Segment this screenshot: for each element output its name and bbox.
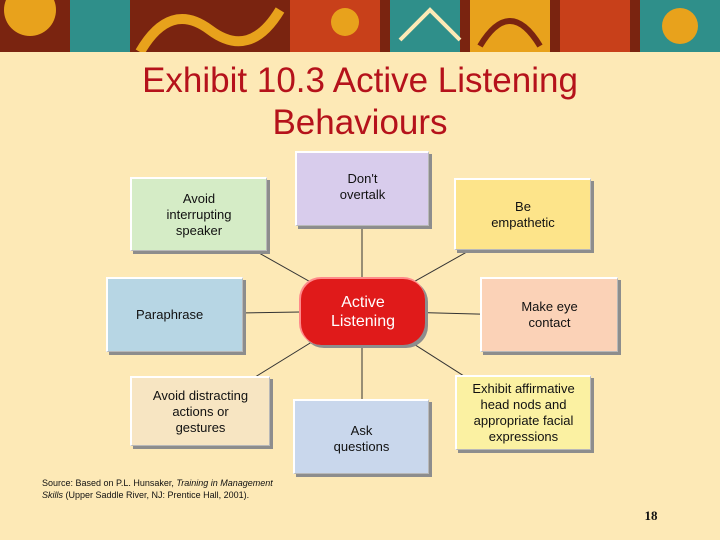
source-prefix: Source: Based on P.L. Hunsaker, (42, 478, 177, 488)
central-node-active-listening: Active Listening (299, 277, 425, 345)
behaviour-box-dont-overtalk: Don't overtalk (295, 151, 429, 226)
behaviour-label: Paraphrase (136, 307, 204, 322)
slide-title-line-2: Behaviours (272, 103, 448, 142)
central-node-label: Active Listening (330, 294, 396, 330)
source-book-title-part-1: Training in Management (176, 478, 273, 488)
page-number: 18 (644, 508, 658, 523)
slide-title: Exhibit 10.3 Active Listening Behaviours (60, 60, 660, 144)
source-citation: Source: Based on P.L. Hunsaker, Training… (42, 477, 382, 501)
source-book-title-part-2: Skills (42, 490, 64, 500)
decorative-banner (0, 0, 720, 52)
behaviour-box-avoid-distracting: Avoid distracting actions or gestures (130, 376, 270, 446)
behaviour-label: Exhibit affirmative head nods and approp… (472, 381, 575, 444)
behaviour-box-avoid-interrupting: Avoid interrupting speaker (130, 177, 267, 251)
slide-title-line-1: Exhibit 10.3 Active Listening (142, 61, 578, 100)
behaviour-box-make-eye-contact: Make eye contact (480, 277, 618, 352)
behaviour-label: Avoid distracting actions or gestures (152, 387, 249, 435)
behaviour-label: Avoid interrupting speaker (166, 190, 232, 238)
behaviour-label: Ask questions (333, 423, 390, 454)
behaviour-label: Make eye contact (521, 299, 578, 330)
behaviour-label: Don't overtalk (339, 171, 386, 202)
behaviour-box-ask-questions: Ask questions (293, 399, 429, 474)
behaviour-box-be-empathetic: Be empathetic (454, 178, 591, 250)
behaviour-label: Be empathetic (491, 198, 555, 230)
banner-pattern-image (0, 0, 720, 52)
behaviour-box-paraphrase: Paraphrase (106, 277, 243, 352)
source-publisher: (Upper Saddle River, NJ: Prentice Hall, … (63, 490, 250, 500)
behaviour-box-affirmative-nods: Exhibit affirmative head nods and approp… (455, 375, 591, 450)
